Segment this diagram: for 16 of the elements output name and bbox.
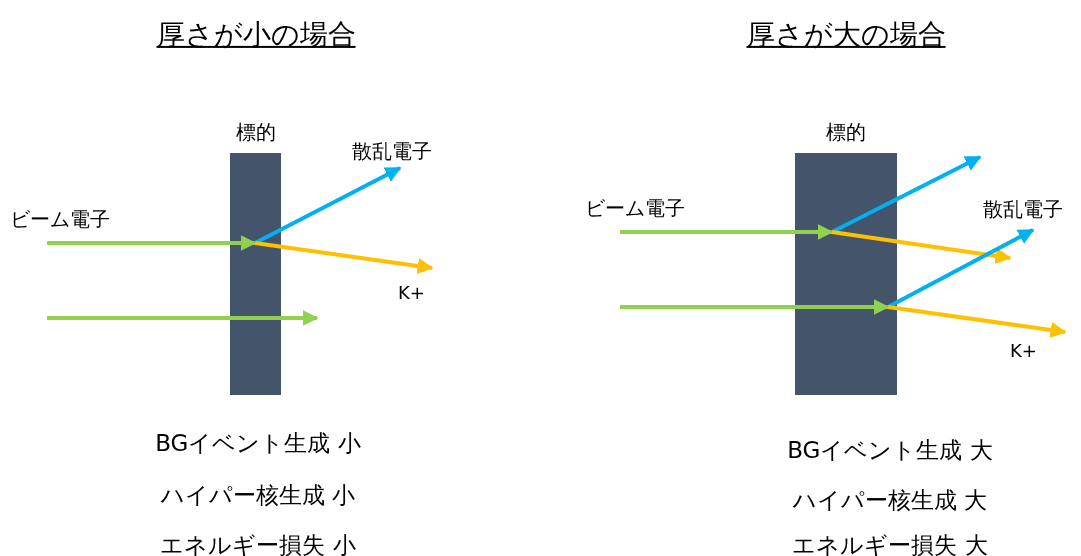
- result-text: BGイベント生成 小: [155, 429, 361, 457]
- target-heading: 標的: [826, 121, 866, 144]
- particle-label: K+: [398, 282, 425, 304]
- particle-label: ビーム電子: [585, 196, 685, 220]
- particle-label: K+: [1010, 340, 1037, 362]
- result-text: エネルギー損失 小: [160, 531, 356, 556]
- particle-label: ビーム電子: [10, 207, 110, 231]
- result-text: ハイパー核生成 大: [792, 486, 988, 514]
- result-text: エネルギー損失 大: [792, 531, 988, 556]
- result-text: BGイベント生成 大: [787, 436, 993, 464]
- panel-title: 厚さが大の場合: [746, 18, 946, 52]
- particle-label: 散乱電子: [983, 197, 1063, 221]
- result-text: ハイパー核生成 小: [160, 481, 356, 509]
- target-heading: 標的: [235, 121, 276, 144]
- particle-label: 散乱電子: [352, 139, 432, 163]
- panel-title: 厚さが小の場合: [156, 18, 356, 52]
